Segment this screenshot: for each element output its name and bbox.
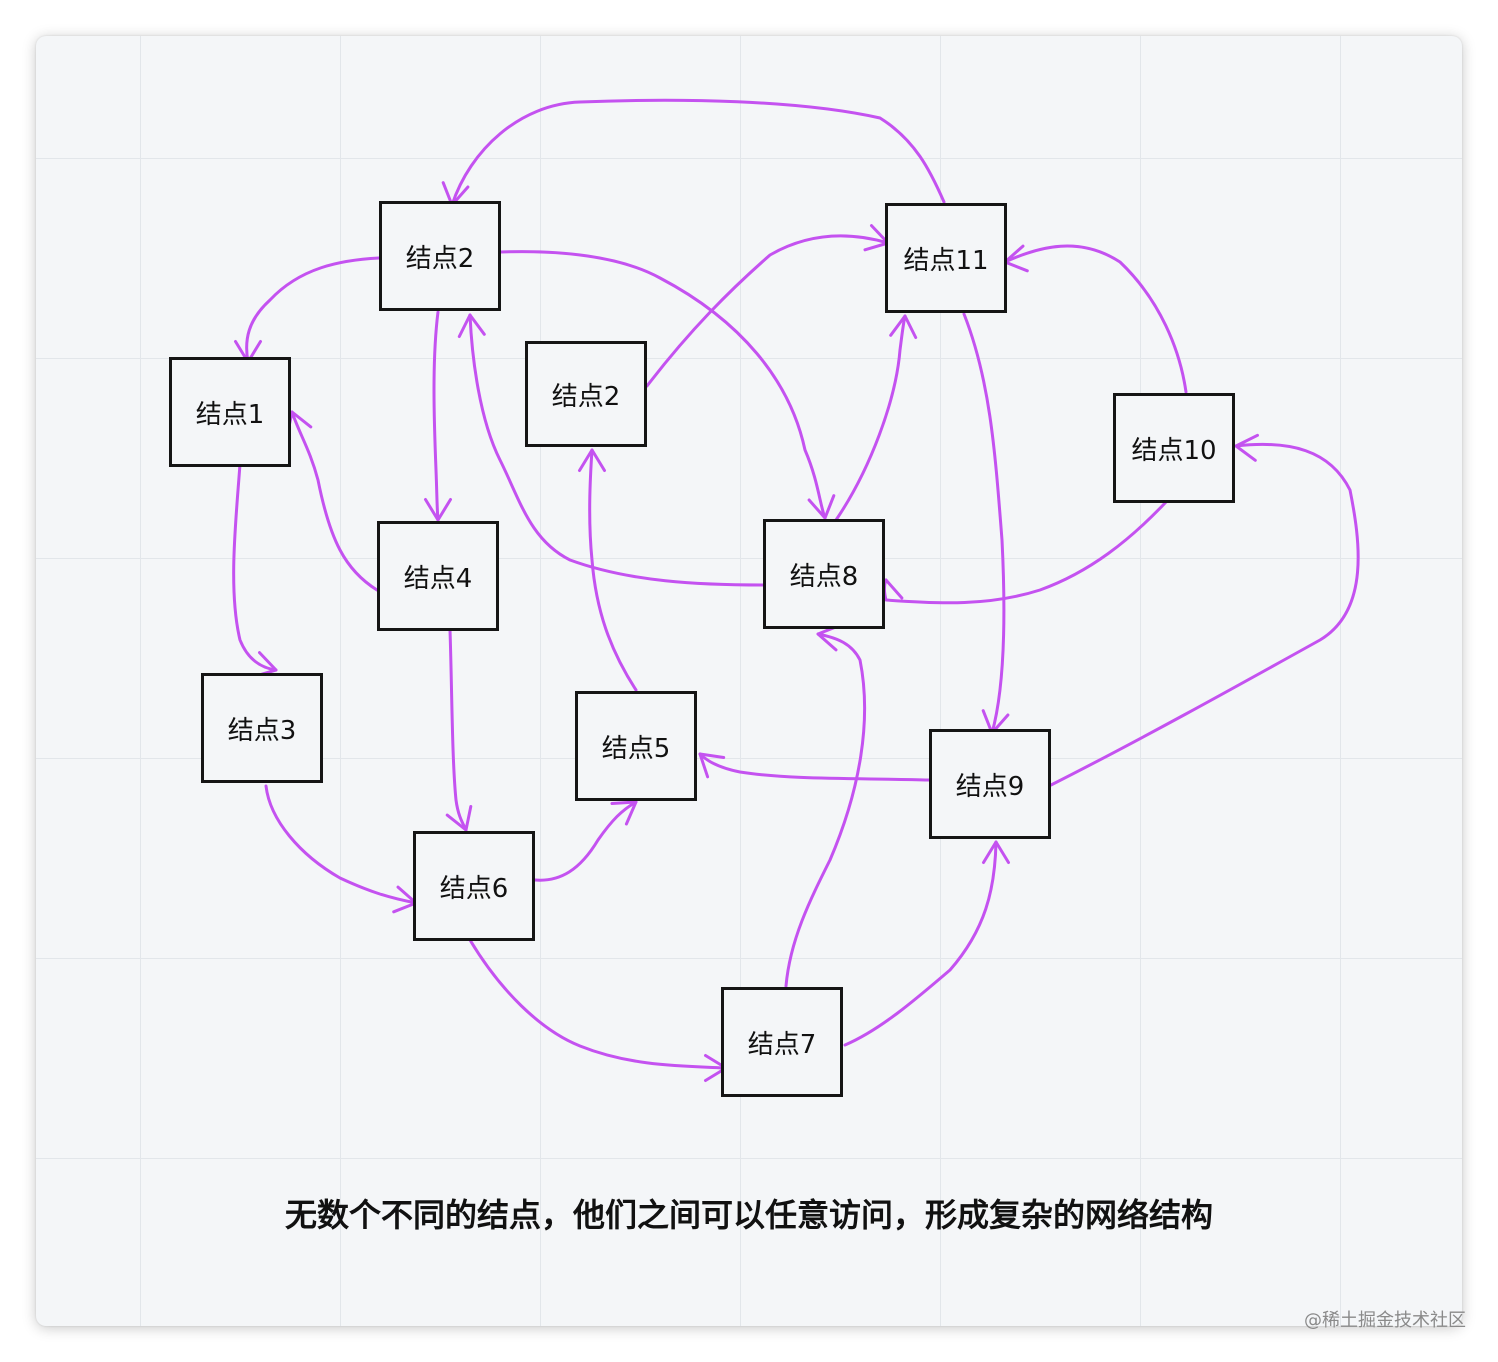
node-2-top: 结点2 (379, 201, 501, 311)
edge-n7-to-n8 (784, 632, 867, 988)
diagram-card (36, 36, 1462, 1326)
arrowhead-n7-to-n9 (982, 840, 1010, 864)
node-7: 结点7 (721, 987, 843, 1097)
node-5: 结点5 (575, 691, 697, 801)
arrowhead-n2a-to-n8 (807, 494, 836, 520)
node-9: 结点9 (929, 729, 1051, 839)
arrowhead-n6-to-n5 (610, 800, 638, 826)
edge-n9-to-n10 (1049, 442, 1360, 787)
edge-n1-to-n3 (232, 462, 278, 672)
edge-n2a-to-n8 (499, 250, 827, 520)
edge-n4-to-n1 (290, 410, 379, 592)
edge-n10-to-n8 (883, 500, 1168, 605)
node-6: 结点6 (413, 831, 535, 941)
watermark: @稀土掘金技术社区 (1304, 1310, 1466, 1331)
edge-n2a-to-n1 (245, 256, 381, 364)
edge-n6-to-n5 (533, 800, 638, 882)
node-2-second: 结点2 (525, 341, 647, 447)
arrowhead-n4-to-n6 (445, 805, 473, 832)
arrowhead-n5-to-n2b (578, 448, 606, 472)
diagram-caption: 无数个不同的结点，他们之间可以任意访问，形成复杂的网络结构 (284, 1196, 1213, 1234)
edge-n8-to-n2a (468, 313, 765, 587)
node-8: 结点8 (763, 519, 885, 629)
edge-n2b-to-n11 (645, 234, 890, 388)
arrowhead-n8-to-n2a (457, 313, 486, 338)
edge-n7-to-n9 (843, 840, 998, 1047)
arrowhead-n2a-to-n4 (424, 498, 452, 522)
edge-n3-to-n6 (264, 784, 418, 905)
edge-n5-to-n2b (588, 448, 638, 692)
node-11: 结点11 (885, 203, 1007, 313)
node-1: 结点1 (169, 357, 291, 467)
edge-n11-to-n9 (962, 312, 1006, 735)
node-10: 结点10 (1113, 393, 1235, 503)
edge-n2a-to-n4 (432, 310, 440, 522)
edge-n9-to-n5 (698, 752, 931, 782)
edge-n10-to-n11 (1003, 244, 1188, 394)
node-3: 结点3 (201, 673, 323, 783)
edge-n4-to-n6 (448, 628, 468, 832)
arrowhead-n9-to-n5 (698, 752, 726, 779)
edge-n11-to-n2a (450, 98, 946, 207)
edge-n6-to-n7 (468, 938, 728, 1070)
node-4: 结点4 (377, 521, 499, 631)
arrowhead-n8-to-n11 (889, 314, 918, 339)
edge-n8-to-n11 (834, 314, 907, 522)
arrowhead-n9-to-n10 (1234, 433, 1259, 462)
